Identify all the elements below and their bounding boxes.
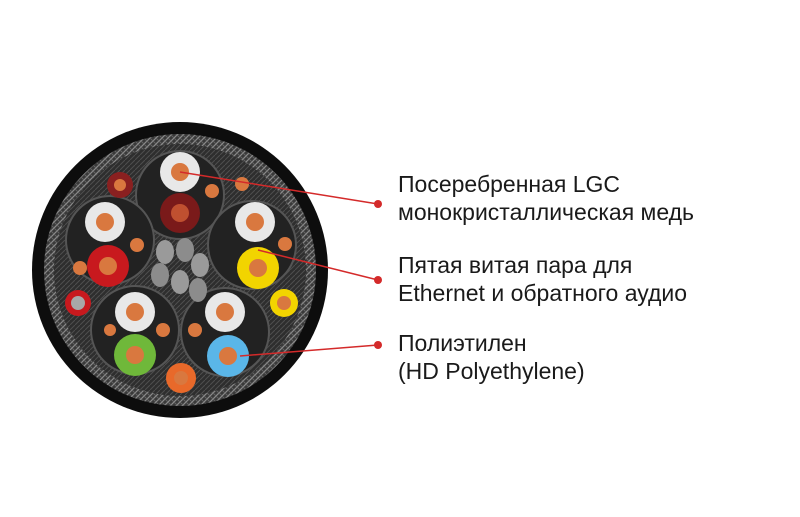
conductor-green-lower-left <box>114 334 156 376</box>
center-filler-strands <box>151 238 209 302</box>
leader-line-twisted-pair <box>257 249 382 284</box>
conductor-white-lower-left <box>115 292 155 332</box>
copper-fill-strands <box>73 177 292 337</box>
annotation-polyethylene-line-2: (HD Polyethylene) <box>398 358 585 384</box>
annotation-polyethylene: Полиэтилен (HD Polyethylene) <box>398 329 585 385</box>
conductor-white-lower-right <box>205 292 245 332</box>
conductor-blue-lower-right <box>207 335 249 377</box>
small-conductor-yellow-right <box>270 289 298 317</box>
leader-line-polyethylene <box>239 341 382 357</box>
annotation-copper: Посеребренная LGC монокристаллическая ме… <box>398 170 694 226</box>
annotation-polyethylene-line-1: Полиэтилен <box>398 330 527 356</box>
annotation-twisted-pair-line-1: Пятая витая пара для <box>398 252 633 278</box>
annotation-copper-line-1: Посеребренная LGC <box>398 171 621 197</box>
conductor-red-upper-left <box>87 245 129 287</box>
leader-line-copper <box>179 171 382 208</box>
conductor-white-upper-left <box>85 202 125 242</box>
annotation-copper-line-2: монокристаллическая медь <box>398 199 695 225</box>
conductor-dark-red-top <box>160 193 200 233</box>
conductor-white-upper-right <box>235 202 275 242</box>
annotation-twisted-pair-line-2: Ethernet и обратного аудио <box>398 280 688 306</box>
annotation-twisted-pair: Пятая витая пара для Ethernet и обратног… <box>398 251 687 307</box>
conductor-yellow-upper-right <box>237 247 279 289</box>
small-conductor-dark-red-left <box>107 172 133 198</box>
small-conductor-orange-bottom <box>166 363 196 393</box>
small-conductor-grey-left <box>65 290 91 316</box>
